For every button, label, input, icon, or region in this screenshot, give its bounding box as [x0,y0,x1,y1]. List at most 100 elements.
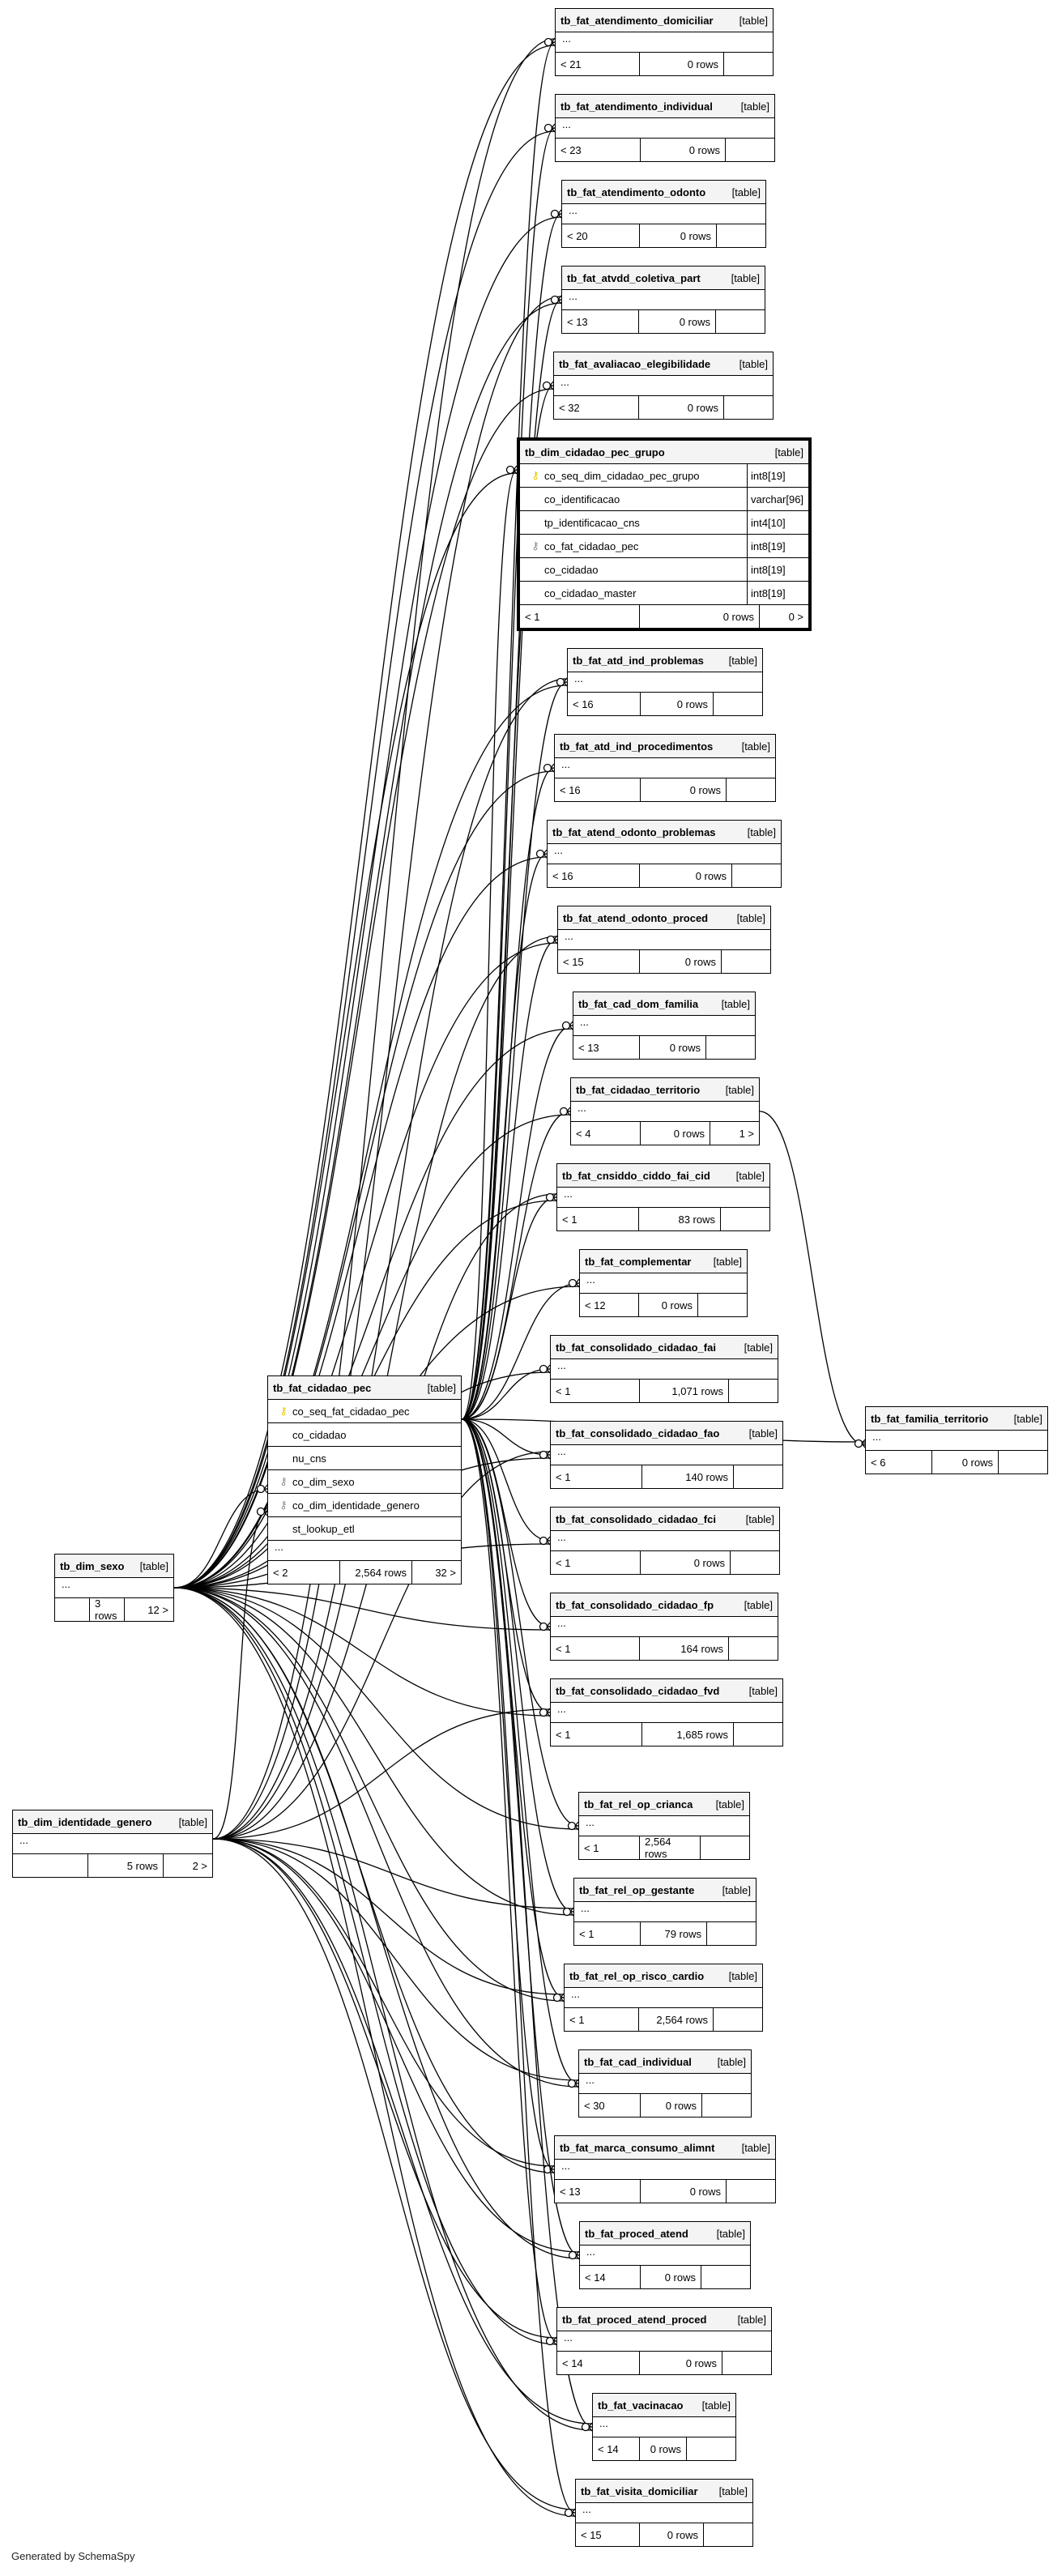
relationship-line [173,770,555,1589]
table-name[interactable]: tb_fat_cidadao_pec [273,1381,372,1394]
table-tb-fat-proced-atend-proced[interactable]: tb_fat_proced_atend_proced[table]...< 14… [556,2307,772,2375]
table-tb-fat-avaliacao-elegibilidade[interactable]: tb_fat_avaliacao_elegibilidade[table]...… [553,352,774,420]
column-row[interactable]: ⚷co_dim_sexo [268,1470,461,1494]
table-name[interactable]: tb_dim_cidadao_pec_grupo [525,446,665,458]
table-tb-fat-cidadao-pec[interactable]: tb_fat_cidadao_pec[table]⚷co_seq_fat_cid… [267,1375,462,1584]
crowfoot-mark [861,1439,866,1444]
parent-count: < 1 [574,1922,641,1945]
relationship-line [173,1587,593,2431]
column-row[interactable]: nu_cns [268,1447,461,1470]
crowfoot-mark [588,2422,593,2428]
table-name[interactable]: tb_fat_cnsiddo_ciddo_fai_cid [562,1169,710,1182]
column-row[interactable]: ⚷co_dim_identidade_genero [268,1494,461,1517]
table-name[interactable]: tb_dim_sexo [60,1559,125,1572]
table-header: tb_fat_atvdd_coletiva_part[table] [562,267,765,290]
table-name[interactable]: tb_fat_consolidado_cidadao_fp [556,1598,714,1611]
table-tb-fat-consolidado-cidadao-fvd[interactable]: tb_fat_consolidado_cidadao_fvd[table]...… [550,1678,783,1746]
table-name[interactable]: tb_fat_atendimento_individual [560,100,713,113]
table-name[interactable]: tb_dim_identidade_genero [18,1815,152,1828]
table-name[interactable]: tb_fat_atend_odonto_problemas [552,825,716,838]
table-name[interactable]: tb_fat_cad_dom_familia [578,997,699,1010]
table-tb-fat-atend-odonto-proced[interactable]: tb_fat_atend_odonto_proced[table]...< 15… [557,906,771,974]
table-name[interactable]: tb_fat_atendimento_odonto [567,186,706,198]
table-name[interactable]: tb_fat_consolidado_cidadao_fao [556,1427,720,1439]
table-name[interactable]: tb_fat_atd_ind_procedimentos [560,740,714,753]
table-tb-fat-consolidado-cidadao-fao[interactable]: tb_fat_consolidado_cidadao_fao[table]...… [550,1421,783,1489]
table-tb-fat-atvdd-coletiva-part[interactable]: tb_fat_atvdd_coletiva_part[table]...< 13… [561,266,765,334]
table-name[interactable]: tb_fat_familia_territorio [871,1412,989,1425]
table-tb-fat-atend-odonto-problemas[interactable]: tb_fat_atend_odonto_problemas[table]...<… [547,820,782,888]
column-name: ⚷co_seq_fat_cidadao_pec [268,1400,461,1422]
table-name[interactable]: tb_fat_complementar [585,1255,692,1268]
table-name[interactable]: tb_fat_cad_individual [584,2055,692,2068]
table-tb-fat-consolidado-cidadao-fai[interactable]: tb_fat_consolidado_cidadao_fai[table]...… [550,1335,778,1403]
table-name[interactable]: tb_fat_rel_op_risco_cardio [569,1969,705,1982]
table-name[interactable]: tb_fat_visita_domiciliar [581,2484,698,2497]
relationship-line [212,1511,268,1840]
table-name[interactable]: tb_fat_cidadao_territorio [576,1083,701,1096]
column-row[interactable]: st_lookup_etl [268,1517,461,1541]
column-row[interactable]: ⚷co_seq_fat_cidadao_pec [268,1400,461,1423]
table-name[interactable]: tb_fat_atd_ind_problemas [573,654,704,667]
table-tb-fat-marca-consumo-alimnt[interactable]: tb_fat_marca_consumo_alimnt[table]...< 1… [554,2135,776,2203]
table-name[interactable]: tb_fat_vacinacao [598,2399,684,2412]
table-name[interactable]: tb_fat_atvdd_coletiva_part [567,271,701,284]
parent-count: < 1 [551,1551,641,1574]
table-tb-fat-cnsiddo-ciddo-fai-cid[interactable]: tb_fat_cnsiddo_ciddo_fai_cid[table]...< … [556,1163,770,1231]
column-type: int8[19] [747,582,808,604]
table-name[interactable]: tb_fat_proced_atend_proced [562,2313,707,2326]
table-name[interactable]: tb_fat_consolidado_cidadao_fai [556,1341,716,1354]
column-row[interactable]: co_cidadao [268,1423,461,1447]
table-name[interactable]: tb_fat_rel_op_crianca [584,1798,693,1810]
table-name[interactable]: tb_fat_atendimento_domiciliar [560,14,714,27]
table-header: tb_fat_rel_op_crianca[table] [579,1793,749,1816]
table-tb-fat-atendimento-individual[interactable]: tb_fat_atendimento_individual[table]...<… [555,94,775,162]
child-count [701,2266,750,2288]
parent-count: < 12 [580,1294,639,1316]
relationship-line [461,1418,579,1827]
table-name[interactable]: tb_fat_consolidado_cidadao_fci [556,1512,716,1525]
table-tb-fat-atendimento-domiciliar[interactable]: tb_fat_atendimento_domiciliar[table]...<… [555,8,774,76]
table-type-label: [table] [739,357,768,370]
table-name[interactable]: tb_fat_atend_odonto_proced [563,911,709,924]
table-name[interactable]: tb_fat_proced_atend [585,2227,688,2240]
table-tb-fat-atd-ind-procedimentos[interactable]: tb_fat_atd_ind_procedimentos[table]...< … [554,734,776,802]
column-name: co_cidadao [268,1423,461,1446]
table-tb-fat-consolidado-cidadao-fp[interactable]: tb_fat_consolidado_cidadao_fp[table]...<… [550,1593,778,1661]
child-count [722,950,770,973]
table-tb-fat-consolidado-cidadao-fci[interactable]: tb_fat_consolidado_cidadao_fci[table]...… [550,1507,780,1575]
table-name[interactable]: tb_fat_rel_op_gestante [579,1883,695,1896]
table-name[interactable]: tb_fat_avaliacao_elegibilidade [559,357,711,370]
relationship-end-marker [539,1622,548,1631]
table-name[interactable]: tb_fat_marca_consumo_alimnt [560,2141,715,2154]
more-columns: ... [866,1431,1047,1451]
more-columns: ... [551,1703,782,1723]
relationship-end-marker [567,1821,577,1831]
table-tb-dim-identidade-genero[interactable]: tb_dim_identidade_genero[table]...5 rows… [12,1810,213,1878]
table-name[interactable]: tb_fat_consolidado_cidadao_fvd [556,1684,720,1697]
table-tb-dim-cidadao-pec-grupo[interactable]: tb_dim_cidadao_pec_grupo[table]⚷co_seq_d… [517,437,812,631]
